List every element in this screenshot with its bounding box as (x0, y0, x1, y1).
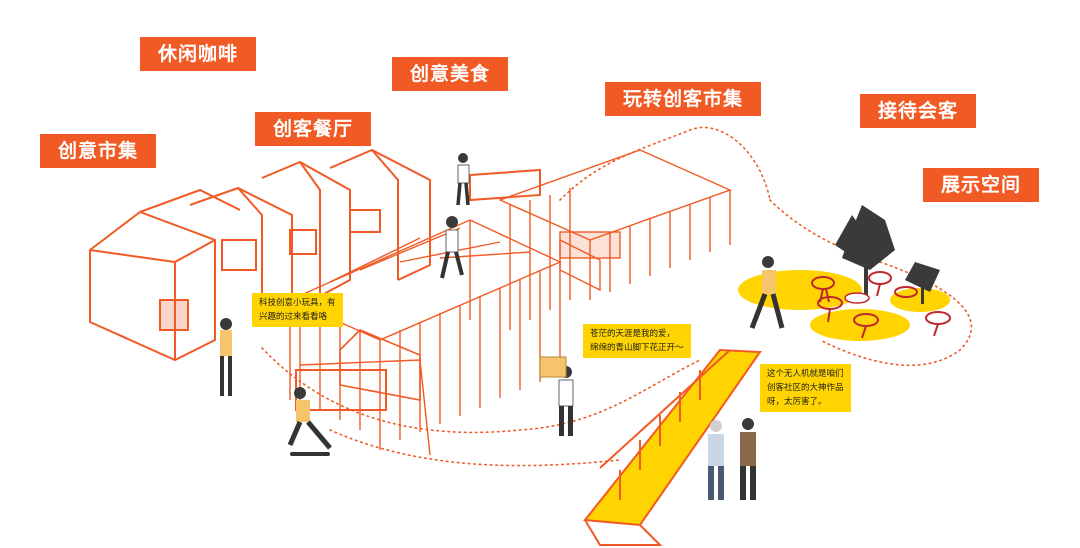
person-visitor (708, 420, 724, 500)
zone-maker-restaurant-label: 创客餐厅 (255, 112, 372, 146)
person-walking-reception (749, 256, 785, 329)
note-song-lyrics-line2: 绵绵的青山脚下花正开～ (590, 343, 684, 353)
note-drone: 这个无人机就是咱们 创客社区的大神作品 呀，太厉害了。 (760, 364, 851, 412)
exhibition-showcase (583, 348, 762, 546)
note-song-lyrics: 苍茫的天涯是我的爱， 绵绵的青山脚下花正开～ (583, 324, 691, 358)
person-walking-roof (440, 216, 464, 279)
note-drone-line2: 创客社区的大神作品 (767, 383, 844, 393)
person-skateboarding (287, 387, 332, 456)
note-tech-toys-line1: 科技创意小玩具，有 (259, 298, 336, 308)
reception-area (738, 205, 951, 341)
zone-creative-food-label: 创意美食 (392, 57, 509, 91)
zone-reception-label: 接待会客 (860, 94, 977, 128)
zone-creative-market-label: 创意市集 (40, 134, 157, 168)
maker-houses (89, 148, 431, 362)
note-drone-line1: 这个无人机就是咱们 (767, 369, 844, 379)
maker-frame-hall (288, 219, 562, 456)
zone-exhibition-space-label: 展示空间 (923, 168, 1040, 202)
note-song-lyrics-line1: 苍茫的天涯是我的爱， (590, 329, 676, 339)
zone-maker-market-label: 玩转创客市集 (605, 82, 762, 116)
person-viewing-toys (220, 318, 232, 396)
person-reading (456, 153, 470, 206)
market-frame-hall (469, 149, 732, 330)
note-drone-line3: 呀，太厉害了。 (767, 397, 827, 407)
people (220, 153, 785, 500)
zone-leisure-cafe-label: 休闲咖啡 (140, 37, 257, 71)
note-tech-toys: 科技创意小玩具，有 兴趣的过来看看咯 (252, 293, 343, 327)
dotted-route (261, 126, 973, 467)
person-carrying-box (539, 356, 574, 436)
person-guide (740, 418, 756, 500)
note-tech-toys-line2: 兴趣的过来看看咯 (259, 312, 328, 322)
